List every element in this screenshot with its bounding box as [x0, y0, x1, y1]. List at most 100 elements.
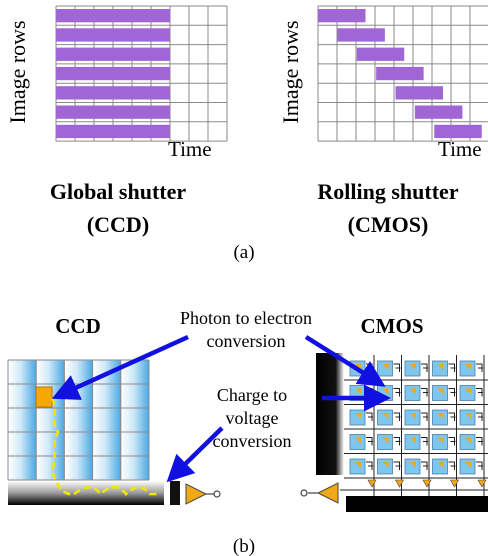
- cmos-photodiode: [404, 458, 421, 475]
- cmos-sensor: [300, 353, 488, 512]
- cmos-pixel-amplifier: [437, 462, 444, 468]
- cmos-pixel-amplifier: [355, 462, 361, 468]
- cmos-pixel-amplifier: [437, 388, 444, 395]
- cmos-photodiode: [377, 409, 393, 426]
- cmos-pixel-transistor: [393, 437, 401, 446]
- charge-arrow-to-ccd: [166, 426, 224, 483]
- photon-annotation-line2: conversion: [207, 331, 286, 351]
- global-chart-ylabel: Image rows: [5, 20, 30, 123]
- cmos-pixel-transistor: [421, 388, 428, 397]
- global-exposure-bar: [56, 86, 170, 100]
- rolling-exposure-bar: [414, 105, 463, 119]
- cmos-photodiode: [404, 409, 421, 426]
- charge-annotation-line2: voltage: [226, 408, 279, 428]
- ccd-output-terminal: [213, 490, 221, 498]
- cmos-photodiode: [432, 409, 448, 426]
- global-exposure-bar: [56, 105, 170, 119]
- cmos-pixel-transistor: [366, 437, 373, 446]
- charge-annotation-line1: Charge to: [217, 385, 287, 405]
- ccd-readout-register: [8, 481, 164, 505]
- cmos-pixel-amplifier: [437, 413, 444, 419]
- ccd-output-node: [170, 481, 180, 505]
- ccd-charge-transfer-path: [50, 397, 160, 496]
- global-exposure-bar: [56, 28, 170, 42]
- cmos-pixel-transistor: [366, 461, 373, 470]
- cmos-pixel-amplifier: [382, 437, 389, 444]
- cmos-photodiode: [432, 458, 448, 475]
- rolling-chart-xlabel: Time: [438, 137, 482, 161]
- cmos-title: CMOS: [361, 314, 424, 338]
- cmos-photodiode: [432, 385, 448, 401]
- cmos-photodiode: [432, 434, 448, 450]
- cmos-column-readout-bar: [346, 496, 488, 512]
- rolling-exposure-bar: [376, 66, 424, 81]
- cmos-pixel-transistor: [366, 412, 373, 421]
- rolling-caption-line1: Rolling shutter: [317, 179, 458, 204]
- cmos-output-terminal: [300, 489, 308, 497]
- global-shutter-chart: [55, 5, 228, 142]
- cmos-column-amplifier: [422, 479, 432, 488]
- cmos-photodiode: [377, 360, 393, 377]
- ccd-column: [36, 360, 65, 480]
- global-chart-xlabel: Time: [168, 137, 212, 161]
- cmos-pixel-transistor: [448, 437, 456, 446]
- cmos-pixel-transistor: [476, 388, 483, 397]
- cmos-pixel-transistor: [366, 363, 373, 372]
- ccd-pixel-columns: [8, 360, 149, 480]
- cmos-pixel-amplifier: [465, 462, 471, 468]
- cmos-pixel-transistor: [366, 388, 373, 397]
- cmos-pixel-amplifier: [410, 437, 416, 444]
- rolling-caption-line2: (CMOS): [348, 212, 429, 237]
- cmos-photodiode: [459, 434, 476, 450]
- cmos-photodiode: [404, 385, 421, 401]
- cmos-pixel-transistor: [393, 388, 401, 397]
- cmos-pixel-transistor: [448, 412, 456, 421]
- cmos-photodiode: [377, 434, 393, 450]
- cmos-pixel-amplifier: [410, 364, 416, 370]
- cmos-pixel-amplifier: [410, 388, 416, 395]
- cmos-pixel-amplifier: [355, 388, 361, 395]
- cmos-amplifier: [316, 482, 339, 504]
- photon-annotation-line1: Photon to electron: [180, 308, 312, 328]
- rolling-exposure-bar: [337, 28, 385, 42]
- cmos-photodiode: [404, 360, 421, 377]
- cmos-pixel-transistor: [476, 437, 483, 446]
- global-exposure-bar: [56, 9, 170, 23]
- cmos-pixel-amplifier: [382, 462, 389, 468]
- photon-arrow-to-ccd: [51, 334, 189, 400]
- cmos-pixel-transistor: [476, 412, 483, 421]
- cmos-pixel-transistor: [421, 461, 428, 470]
- cmos-pixel-transistor: [448, 461, 456, 470]
- ccd-title: CCD: [55, 314, 101, 338]
- cmos-photodiode: [459, 385, 476, 401]
- cmos-pixel-amplifier: [355, 413, 361, 419]
- cmos-column-amplifier: [449, 479, 460, 488]
- cmos-pixel-amplifier: [382, 413, 389, 419]
- ccd-highlight-pixel: [35, 386, 53, 408]
- cmos-pixel-amplifier: [465, 388, 471, 395]
- cmos-row-decoder: [316, 353, 344, 475]
- cmos-photodiode: [432, 360, 448, 377]
- cmos-pixel-transistor: [476, 363, 483, 372]
- rolling-exposure-bar: [434, 124, 482, 139]
- cmos-pixel-amplifier: [465, 413, 471, 419]
- cmos-column-amplifier: [477, 479, 487, 488]
- cmos-pixel-transistor: [421, 437, 428, 446]
- cmos-pixel-amplifier: [437, 437, 444, 444]
- ccd-column: [120, 360, 149, 480]
- cmos-pixel-amplifier: [465, 437, 471, 444]
- global-exposure-bar: [56, 66, 170, 81]
- cmos-photodiode: [349, 409, 366, 426]
- cmos-pixel-amplifier: [410, 413, 416, 419]
- cmos-pixel-transistor: [421, 412, 428, 421]
- cmos-pixel-transistor: [393, 363, 401, 372]
- cmos-column-amplifier: [367, 479, 377, 488]
- cmos-pixel-amplifier: [437, 364, 444, 370]
- cmos-photodiode: [377, 458, 393, 475]
- cmos-pixel-transistor: [393, 412, 401, 421]
- cmos-pixel-transistor: [393, 461, 401, 470]
- global-caption-line2: (CCD): [87, 212, 149, 237]
- cmos-pixel-amplifier: [465, 364, 471, 370]
- cmos-photodiode: [349, 458, 366, 475]
